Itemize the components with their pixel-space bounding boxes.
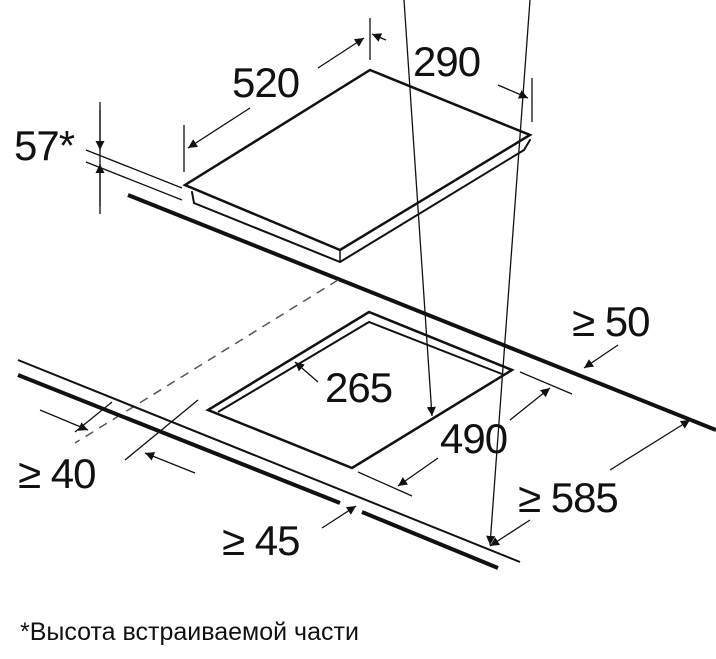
- cutout: [205, 310, 515, 470]
- worktop-back-edge: [127, 193, 716, 432]
- front-clearance-label: ≥ 45: [222, 517, 299, 564]
- footnote: *Высота встраиваемой части: [20, 618, 359, 646]
- worktop-front-edge: [17, 359, 521, 570]
- hob: [182, 68, 533, 264]
- cutout-depth-label: 490: [440, 415, 507, 462]
- hob-height-label: 57*: [14, 122, 75, 169]
- hidden-edge-dashed: [74, 279, 339, 444]
- side-clearance-label: ≥ 40: [18, 450, 95, 497]
- worktop-depth-label: ≥ 585: [518, 474, 618, 521]
- hob-width-label: 290: [413, 38, 480, 85]
- cutout-width-label: 265: [325, 364, 392, 411]
- dimension-lines: [39, 0, 691, 547]
- hob-depth-label: 520: [232, 59, 299, 106]
- rear-clearance-label: ≥ 50: [572, 298, 649, 345]
